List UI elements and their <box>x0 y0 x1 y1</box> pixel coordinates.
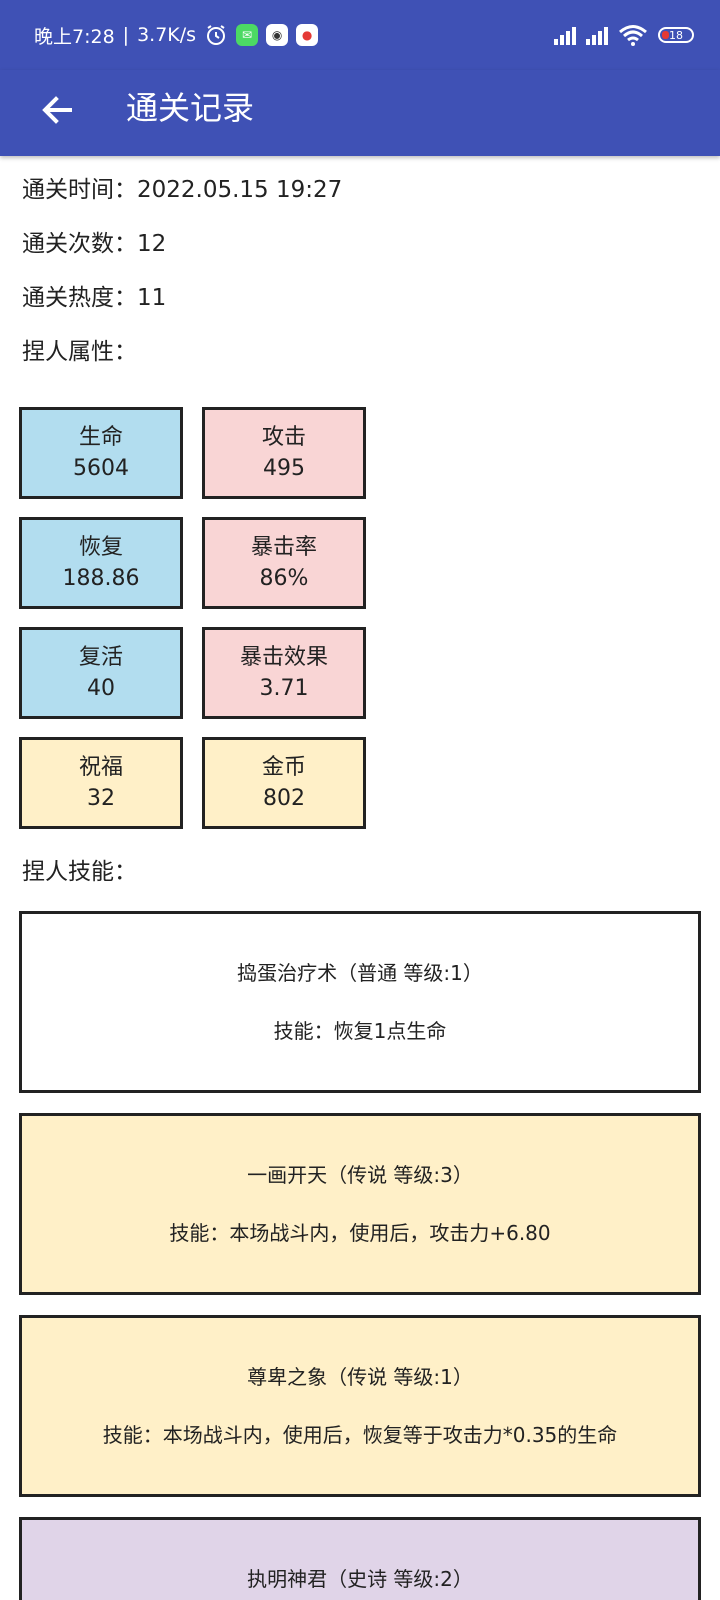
skill-name: 一画开天（传说 等级:3） <box>247 1163 473 1187</box>
back-arrow-icon[interactable] <box>38 90 78 130</box>
app-icon: ◉ <box>266 24 289 46</box>
skill-card: 执明神君（史诗 等级:2） <box>19 1517 701 1600</box>
attr-value: 3.71 <box>259 676 309 701</box>
skill-name: 捣蛋治疗术（普通 等级:1） <box>237 961 483 985</box>
clear-count-row: 通关次数：12 <box>22 228 166 260</box>
attr-value: 32 <box>87 786 115 811</box>
skill-desc: 技能：恢复1点生命 <box>273 1019 447 1043</box>
clear-count-value: 12 <box>137 231 167 257</box>
skill-desc: 技能：本场战斗内，使用后，恢复等于攻击力*0.35的生命 <box>102 1423 618 1447</box>
battery-icon: 18 <box>658 27 694 43</box>
status-time: 晚上7:28 <box>34 25 115 48</box>
attr-name: 暴击效果 <box>239 645 328 670</box>
attr-name: 金币 <box>261 755 306 780</box>
alarm-icon <box>207 25 226 45</box>
signal-icon <box>554 25 576 45</box>
skill-desc: 技能：本场战斗内，使用后，攻击力+6.80 <box>169 1221 551 1245</box>
heat-label: 通关热度： <box>22 285 137 311</box>
skill-card: 一画开天（传说 等级:3） 技能：本场战斗内，使用后，攻击力+6.80 <box>19 1113 701 1295</box>
signal-icon-2 <box>586 25 608 45</box>
skill-name: 尊卑之象（传说 等级:1） <box>247 1365 473 1389</box>
skill-name: 执明神君（史诗 等级:2） <box>247 1567 473 1591</box>
skill-card: 尊卑之象（传说 等级:1） 技能：本场战斗内，使用后，恢复等于攻击力*0.35的… <box>19 1315 701 1497</box>
skills-heading: 捏人技能： <box>22 859 137 885</box>
attr-value: 86% <box>259 566 309 591</box>
attr-name: 暴击率 <box>250 535 317 560</box>
network-speed: 3.7K/s <box>137 24 197 46</box>
attr-card-attack: 攻击 495 <box>202 407 366 499</box>
attr-name: 生命 <box>78 425 123 450</box>
attr-name: 恢复 <box>78 535 123 560</box>
heat-row: 通关热度：11 <box>22 282 166 314</box>
status-divider: | <box>122 24 130 46</box>
wechat-icon: ✉ <box>236 24 259 46</box>
clear-time-value: 2022.05.15 19:27 <box>137 177 343 203</box>
clear-time-label: 通关时间： <box>22 177 137 203</box>
status-left: 晚上7:28 | 3.7K/s ✉ ◉ ● <box>34 20 319 50</box>
attr-name: 复活 <box>78 645 123 670</box>
attr-value: 802 <box>263 786 305 811</box>
attr-card-gold: 金币 802 <box>202 737 366 829</box>
heat-value: 11 <box>137 285 167 311</box>
skill-card: 捣蛋治疗术（普通 等级:1） 技能：恢复1点生命 <box>19 911 701 1093</box>
attr-value: 5604 <box>73 456 129 481</box>
attr-value: 188.86 <box>62 566 140 591</box>
clear-time-row: 通关时间：2022.05.15 19:27 <box>22 174 342 206</box>
wifi-icon <box>619 25 647 46</box>
status-bar: 晚上7:28 | 3.7K/s ✉ ◉ ● 18 <box>0 0 720 70</box>
page-title: 通关记录 <box>126 89 255 127</box>
attr-name: 攻击 <box>261 425 306 450</box>
attr-card-life: 生命 5604 <box>19 407 183 499</box>
status-right: 18 <box>554 20 694 50</box>
app-toolbar: 通关记录 <box>0 70 720 156</box>
attr-card-crit-rate: 暴击率 86% <box>202 517 366 609</box>
attr-card-crit-effect: 暴击效果 3.71 <box>202 627 366 719</box>
attr-card-revive: 复活 40 <box>19 627 183 719</box>
attr-card-recovery: 恢复 188.86 <box>19 517 183 609</box>
attr-card-blessing: 祝福 32 <box>19 737 183 829</box>
clear-count-label: 通关次数： <box>22 231 137 257</box>
attr-value: 495 <box>263 456 305 481</box>
battery-level: 18 <box>669 28 683 42</box>
attributes-heading: 捏人属性： <box>22 339 137 365</box>
attr-value: 40 <box>87 676 115 701</box>
attr-name: 祝福 <box>78 755 123 780</box>
app-icon-red: ● <box>296 24 319 46</box>
